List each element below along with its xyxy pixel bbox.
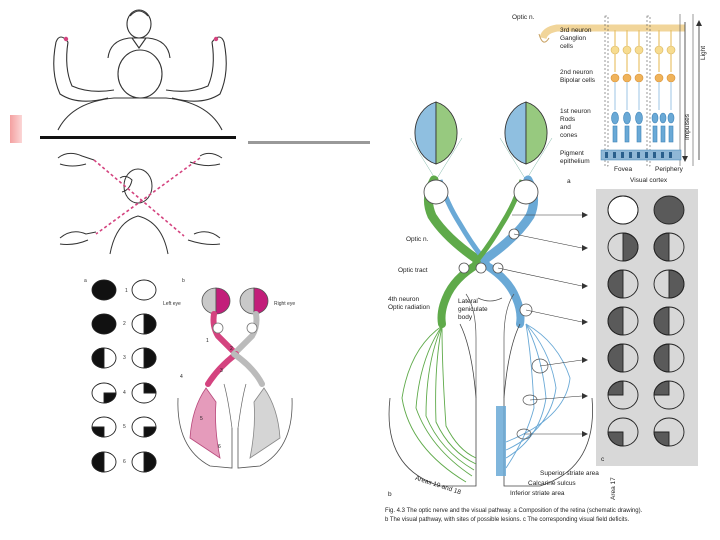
periphery-label: Periphery [655,166,683,173]
second-neuron-label: 2nd neuron [560,69,593,76]
ganglion-label: Ganglion [560,35,587,42]
svg-text:1: 1 [206,338,209,344]
small-visual-fields [91,279,157,473]
small-pathway-diagram: 1 2 3 4 5 6 [177,287,293,469]
area-17-label: Area 17 [610,477,617,500]
visual-pathway-diagram [388,101,593,487]
caption-line-1: Fig. 4.3 The optic nerve and the visual … [385,508,643,514]
figure-caption: Fig. 4.3 The optic nerve and the visual … [385,507,715,524]
and-label: and [560,124,571,131]
row-number-4: 4 [123,390,126,396]
optic-tract-label: Optic tract [398,267,428,274]
right-eye-label: Right eye [274,301,296,307]
lgb-label-3: body [458,314,473,321]
svg-text:2: 2 [230,346,233,352]
lgb-label-1: Lateral [458,298,478,305]
svg-text:3: 3 [220,368,223,374]
crossed-field-test-figure [57,152,223,255]
retina-schematic [538,14,702,167]
svg-text:6: 6 [218,444,221,450]
row-number-6: 6 [123,459,126,465]
svg-text:5: 5 [200,416,203,422]
impulses-label: Impulses [684,113,691,140]
pink-tab-marker [10,115,22,143]
confrontation-test-figure [53,9,227,131]
panel-letter-a: a [84,278,87,284]
cones-label: cones [560,132,578,139]
inferior-striate-label: Inferior striate area [510,490,565,497]
row-number-1: 1 [125,288,128,294]
pathway-panel-letter-b: b [388,491,392,498]
left-eye-label: Left eye [163,301,181,307]
optic-n-label-retina: Optic n. [512,14,535,21]
svg-text:4: 4 [180,374,183,380]
black-divider [40,136,236,139]
row-number-5: 5 [123,424,126,430]
cells-label: cells [560,43,574,50]
visual-cortex-label: Visual cortex [630,177,668,184]
fourth-neuron-label: 4th neuron [388,296,420,303]
gray-divider [248,141,370,144]
bipolar-label: Bipolar cells [560,77,596,84]
calcarine-label: Calcarine sulcus [528,480,576,487]
superior-striate-label: Superior striate area [540,470,599,477]
caption-line-2: b The visual pathway, with sites of poss… [385,516,630,523]
first-neuron-label: 1st neuron [560,108,591,115]
visual-field-chart [596,189,698,466]
epithelium-label: epithelium [560,158,590,165]
pigment-label: Pigment [560,150,584,157]
retina-panel-letter: a [567,178,571,185]
rods-label: Rods [560,116,576,123]
row-number-2: 2 [123,321,126,327]
optic-radiation-label: Optic radiation [388,304,430,311]
panel-letter-b: b [182,278,185,284]
lgb-label-2: geniculate [458,306,488,313]
field-panel-letter-c: c [601,456,605,463]
light-label: Light [700,45,707,60]
fovea-label: Fovea [614,166,633,173]
optic-n-label: Optic n. [406,236,429,243]
row-number-3: 3 [123,355,126,361]
third-neuron-label: 3rd neuron [560,27,592,34]
